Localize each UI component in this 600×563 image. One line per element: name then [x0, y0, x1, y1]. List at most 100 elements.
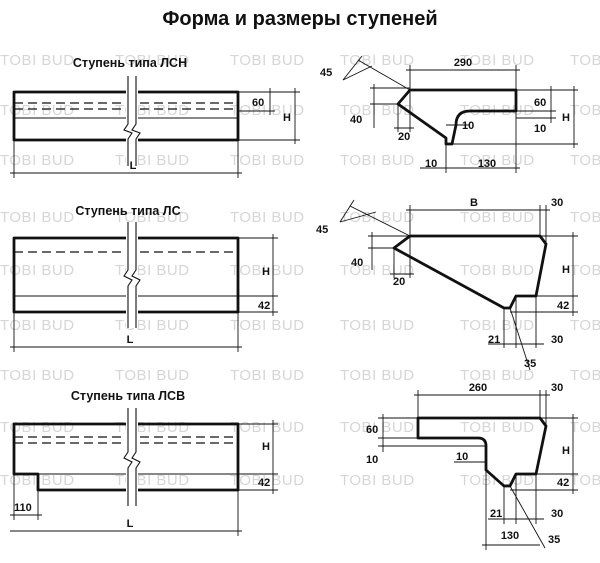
dim-21: 21 [488, 334, 500, 346]
watermark: TOBI BUD [570, 52, 600, 69]
step-lsn-break-line [123, 76, 133, 166]
step-lsv-profile: 260 30 60 10 10 H 42 21 30 [366, 382, 578, 550]
step-ls: Ступень типа ЛС L H 42 45 [10, 197, 578, 371]
dim-left-height: 60 [366, 424, 378, 436]
watermark: TOBI BUD [340, 209, 415, 226]
watermark: TOBI BUD [340, 102, 415, 119]
step-lsn-front-view: L 60 H [10, 76, 300, 178]
dim-top-right: 30 [551, 197, 563, 209]
watermark: TOBI BUD [0, 52, 75, 69]
step-ls-title: Ступень типа ЛС [75, 204, 180, 218]
watermark: TOBI BUD [460, 52, 535, 69]
dim-30: 30 [551, 508, 563, 520]
dim-35: 35 [524, 358, 536, 370]
watermark: TOBI BUD [0, 262, 75, 279]
watermark: TOBI BUD [230, 209, 305, 226]
watermark: TOBI BUD [115, 367, 190, 384]
page-title: Форма и размеры ступеней [162, 8, 437, 30]
dim-chamfer: 20 [393, 276, 405, 288]
extension-line [342, 65, 373, 81]
dim-21: 21 [490, 508, 502, 520]
watermark: TOBI BUD [0, 102, 75, 119]
dim-h: H [262, 266, 270, 278]
watermark: TOBI BUD [570, 102, 600, 119]
dim-length: L [127, 334, 134, 346]
watermark: TOBI BUD [460, 419, 535, 436]
dim-top-right: 30 [551, 382, 563, 394]
step-lsv-profile-outline [416, 416, 548, 488]
watermark: TOBI BUD [570, 367, 600, 384]
watermark: TOBI BUD [0, 209, 75, 226]
watermark: TOBI BUD [340, 472, 415, 489]
extension-line [349, 205, 411, 237]
dim-angle: 45 [320, 67, 332, 79]
dim-undercut: 10 [462, 120, 474, 132]
watermark: TOBI BUD [0, 317, 75, 334]
watermark: TOBI BUD [115, 52, 190, 69]
dim-30: 30 [551, 334, 563, 346]
watermark: TOBI BUD [340, 262, 415, 279]
dim-bottom-width: 130 [478, 158, 496, 170]
dim-h: H [562, 112, 570, 124]
extension-line [339, 211, 377, 223]
dim-cut: 110 [14, 502, 32, 514]
watermark: TOBI BUD [340, 52, 415, 69]
dim-step-right: 10 [534, 123, 546, 135]
step-ls-break-line [123, 222, 133, 328]
dim-left-small: 10 [366, 454, 378, 466]
leader-line [509, 307, 531, 371]
dim-top-width: 290 [454, 57, 472, 69]
watermark: TOBI BUD [340, 152, 415, 169]
dim-inner: 10 [456, 451, 468, 463]
dim-60: 60 [252, 97, 264, 109]
leader-line [509, 485, 546, 549]
watermark: TOBI BUD [230, 367, 305, 384]
step-lsn-profile: 45 290 40 20 60 10 H [320, 55, 578, 173]
dim-bottom-right: 42 [557, 300, 569, 312]
dim-h: H [262, 441, 270, 453]
dim-chamfer: 20 [398, 131, 410, 143]
step-lsv-title: Ступень типа ЛСВ [71, 389, 185, 403]
watermark: TOBI BUD [0, 419, 75, 436]
step-lsv-break-line [131, 408, 141, 506]
step-ls-break-line [131, 222, 141, 328]
watermark: TOBI BUD [340, 419, 415, 436]
dim-length: L [127, 518, 134, 530]
watermark: TOBI BUD [460, 209, 535, 226]
step-ls-profile: 45 B 30 40 20 H 42 [316, 197, 578, 371]
step-ls-break-gap [126, 222, 138, 328]
step-lsv-break-line [123, 408, 133, 506]
dim-bottom-width: 130 [501, 530, 519, 542]
watermark: TOBI BUD [115, 209, 190, 226]
dim-left-height: 40 [350, 114, 362, 126]
step-lsv: Ступень типа ЛСВ 110 L H 42 [10, 382, 578, 550]
watermark: TOBI BUD [230, 472, 305, 489]
watermark: TOBI BUD [460, 367, 535, 384]
watermark: TOBI BUD [0, 367, 75, 384]
watermark: TOBI BUD [230, 52, 305, 69]
watermark: TOBI BUD [230, 419, 305, 436]
step-ls-front-view: L H 42 [10, 222, 278, 352]
watermark: TOBI BUD [570, 419, 600, 436]
dim-bottom: 42 [258, 477, 270, 489]
extension-line [357, 59, 411, 91]
step-lsn-title: Ступень типа ЛСН [73, 56, 187, 70]
dim-top-thickness: 60 [534, 97, 546, 109]
dim-width: B [470, 197, 478, 209]
extension-line [339, 199, 355, 223]
watermark: TOBI BUD [570, 209, 600, 226]
watermark: TOBI BUD [460, 317, 535, 334]
dim-bottom: 42 [258, 300, 270, 312]
dim-h: H [562, 264, 570, 276]
dim-length: L [130, 160, 137, 172]
dim-35: 35 [548, 534, 560, 546]
watermark: TOBI BUD [460, 262, 535, 279]
step-lsn: Ступень типа ЛСН L 60 H [10, 55, 578, 178]
step-lsv-break-gap [126, 408, 138, 506]
step-lsn-break-line [131, 76, 141, 166]
watermark: TOBI BUD [230, 262, 305, 279]
watermark: TOBI BUD [340, 317, 415, 334]
watermark: TOBI BUD [570, 152, 600, 169]
